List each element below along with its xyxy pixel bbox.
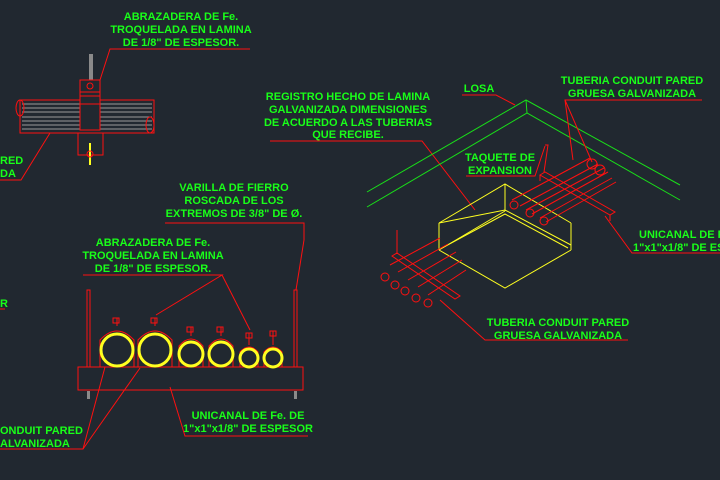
leader-line [466, 145, 546, 177]
conduit-pipe [137, 332, 173, 368]
conduit-top-label: TUBERIA CONDUIT PARED GRUESA GALVANIZADA [561, 75, 703, 163]
unicanal-section-detail: ABRAZADERA DE Fe. TROQUELADA EN LAMINA D… [0, 237, 313, 450]
leader-line [564, 99, 593, 163]
pipe-clamp [77, 79, 104, 165]
label-line: EXTREMOS DE 3/8" DE Ø. [166, 208, 303, 220]
leader-line [270, 140, 476, 211]
label-line: TROQUELADA EN LAMINA [110, 24, 251, 36]
left-fragment-top-label: RED DA [0, 132, 51, 181]
conduit-pipe [262, 347, 284, 369]
label-line: DE 1/8" DE ESPESOR. [123, 37, 239, 49]
unicanal-label: UNICANAL DE Fe. DE 1"x1"x1/8" DE ESPESOR [169, 386, 313, 437]
top-clamp-label: ABRAZADERA DE Fe. TROQUELADA EN LAMINA D… [99, 11, 252, 81]
upper-conduit-cluster [509, 144, 617, 226]
slab-losa [366, 99, 681, 208]
leader-line [169, 386, 308, 437]
conduit-pipes [99, 317, 284, 369]
leader-line [439, 299, 628, 341]
label-line: ABRAZADERA DE Fe. [96, 237, 211, 249]
label-line: 1"x1"x1/8" DE ESP [633, 242, 720, 254]
label-line: LOSA [464, 83, 495, 95]
conduit-pipe [207, 340, 235, 368]
label-line: EXPANSION [468, 165, 532, 177]
leader-line [83, 274, 224, 316]
label-line: QUE RECIBE. [312, 129, 384, 141]
conduit-bottom-label: TUBERIA CONDUIT PARED GRUESA GALVANIZADA [439, 299, 629, 342]
conduit-pipe [238, 347, 260, 369]
clamp-label-2: ABRAZADERA DE Fe. TROQUELADA EN LAMINA D… [82, 237, 251, 331]
label-line: GRUESA GALVANIZADA [568, 88, 696, 100]
leader-line [221, 274, 251, 331]
leader-line [604, 215, 720, 254]
label-line: R [0, 298, 8, 310]
taquete-label: TAQUETE DE EXPANSION [465, 145, 546, 177]
leader-line [82, 367, 141, 450]
label-line: RED [0, 155, 23, 167]
top-clamp-detail: ABRAZADERA DE Fe. TROQUELADA EN LAMINA D… [0, 11, 252, 181]
registro-label: REGISTRO HECHO DE LAMINA GALVANIZADA DIM… [264, 91, 476, 211]
label-line: GALVANIZADA DIMENSIONES [269, 104, 427, 116]
left-rod [86, 289, 91, 368]
lower-conduit-cluster [380, 230, 467, 308]
label-line: VARILLA DE FIERRO [179, 182, 289, 194]
leader-line [165, 222, 305, 291]
conduit-left-label: ONDUIT PARED ALVANIZADA [0, 366, 141, 450]
isometric-detail: LOSA TUBERIA CONDUIT PARED GRUESA GALVAN… [366, 75, 720, 342]
right-rod [293, 289, 298, 368]
label-line: TUBERIA CONDUIT PARED [487, 317, 629, 329]
conduit-pipe [99, 332, 135, 368]
label-line: TAQUETE DE [465, 152, 535, 164]
leader-line [99, 48, 250, 81]
label-line: UNICANAL DE Fe. DE [192, 410, 305, 422]
label-line: GRUESA GALVANIZADA [494, 330, 622, 342]
leader-line [564, 99, 702, 161]
label-line: ALVANIZADA [0, 438, 70, 450]
unicanal-right-label: UNICANAL DE F 1"x1"x1/8" DE ESP [604, 215, 720, 254]
label-line: 1"x1"x1/8" DE ESPESOR [183, 423, 313, 435]
label-line: UNICANAL DE F [639, 229, 720, 241]
leader-line [462, 94, 516, 106]
label-line: ABRAZADERA DE Fe. [124, 11, 239, 23]
label-line: REGISTRO HECHO DE LAMINA [266, 91, 430, 103]
label-line: DE ACUERDO A LAS TUBERIAS [264, 117, 432, 129]
varilla-label: VARILLA DE FIERRO ROSCADA DE LOS EXTREMO… [165, 182, 305, 291]
unicanal-channel [77, 366, 304, 391]
label-line: DE 1/8" DE ESPESOR. [95, 263, 211, 275]
conduit-pipe [177, 340, 205, 368]
junction-box [438, 183, 572, 289]
threaded-rod [89, 54, 93, 80]
label-line: TROQUELADA EN LAMINA [82, 250, 223, 262]
label-line: TUBERIA CONDUIT PARED [561, 75, 703, 87]
losa-label: LOSA [462, 83, 516, 106]
label-line: ROSCADA DE LOS [184, 195, 283, 207]
label-line: ONDUIT PARED [0, 425, 83, 437]
left-fragment-mid-label: R [0, 298, 8, 310]
leader-line [0, 132, 51, 181]
label-line: DA [0, 168, 16, 180]
